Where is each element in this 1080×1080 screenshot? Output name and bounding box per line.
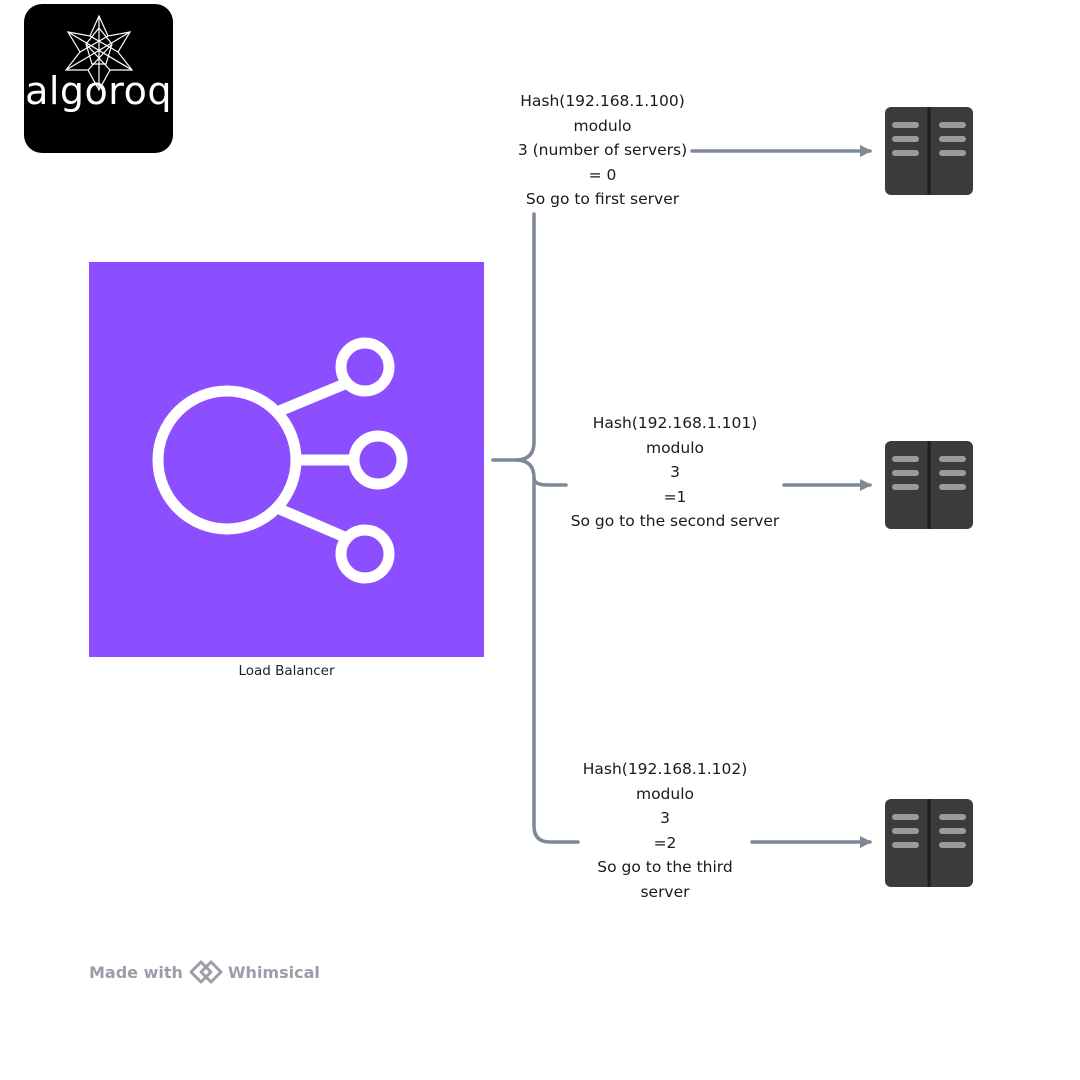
route-note-line: modulo <box>645 438 705 457</box>
route-note-line: modulo <box>573 116 632 135</box>
load-balancer-label: Load Balancer <box>238 663 335 679</box>
load-balancer-icon <box>152 337 408 584</box>
route-note-1: Hash(192.168.1.100) modulo 3 (number of … <box>500 89 705 212</box>
brace-connector-middle <box>514 458 568 487</box>
server-icon <box>885 441 973 529</box>
brace-connector-bottom <box>532 476 580 844</box>
algoroq-star-logo-icon <box>64 14 134 92</box>
route-note-line: 3 (number of servers) <box>517 141 688 160</box>
route-note-line: So go to the third <box>597 858 733 877</box>
route-note-line: = 0 <box>588 165 617 184</box>
route-note-line: 3 <box>670 463 680 482</box>
route-note-line: 3 <box>660 809 670 828</box>
route-note-line: =2 <box>653 833 677 852</box>
route-note-line: =1 <box>663 487 687 506</box>
route-note-3: Hash(192.168.1.102) modulo 3 =2 So go to… <box>575 757 755 905</box>
algoroq-logo: algoroq <box>24 4 173 153</box>
route-note-line: Hash(192.168.1.102) <box>582 760 748 778</box>
route-note-line: Hash(192.168.1.101) <box>592 414 758 432</box>
route-note-line: server <box>640 882 690 901</box>
route-note-line: Hash(192.168.1.100) <box>520 92 685 110</box>
route-note-line: modulo <box>635 784 695 803</box>
server-icon <box>885 107 973 195</box>
logo-text: algoroq <box>25 69 172 113</box>
whimsical-brand-text: Whimsical <box>227 962 320 982</box>
server-icon <box>885 799 973 887</box>
made-with-whimsical-badge[interactable]: Made with Whimsical <box>89 958 320 986</box>
load-balancer <box>89 262 484 657</box>
route-note-2: Hash(192.168.1.101) modulo 3 =1 So go to… <box>564 411 786 534</box>
brace-connector <box>491 212 536 462</box>
made-with-text: Made with <box>89 962 183 982</box>
whimsical-logo-icon <box>189 960 223 984</box>
route-note-line: So go to the second server <box>570 512 780 531</box>
route-note-line: So go to first server <box>525 190 680 209</box>
